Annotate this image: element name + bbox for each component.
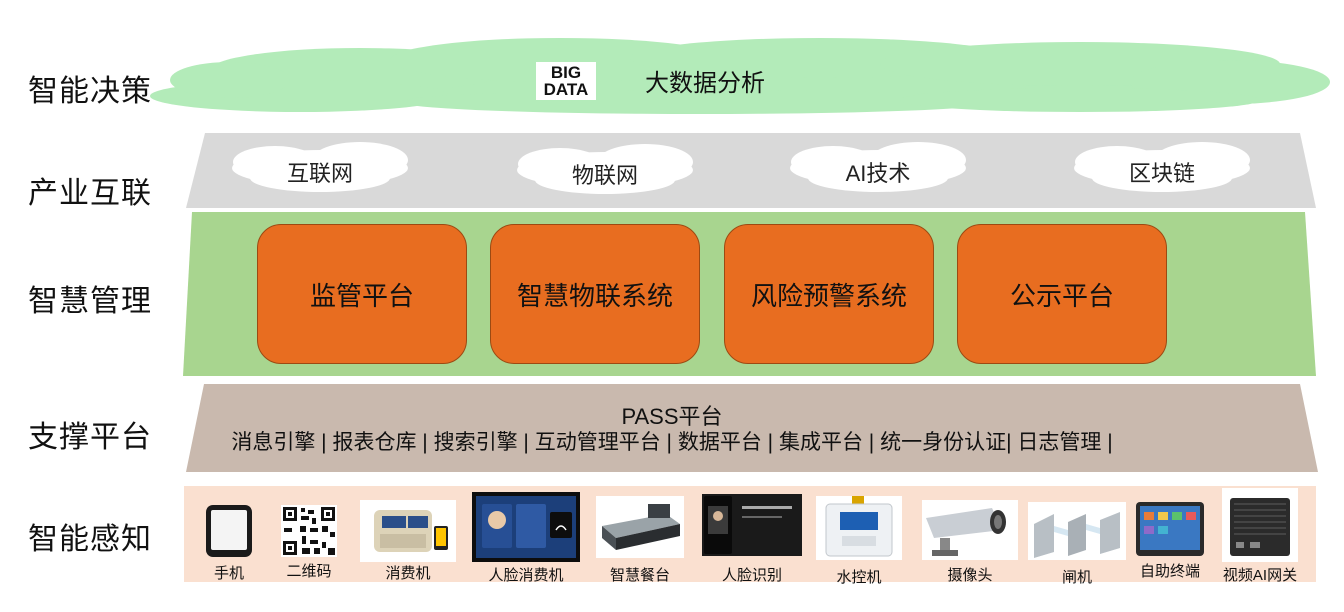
row-label-decision: 智能决策 [28, 75, 152, 108]
device-phone: 手机 [198, 502, 260, 582]
device-label: 视频AI网关 [1222, 567, 1298, 584]
device-ai-gateway: 视频AI网关 [1214, 488, 1306, 584]
turnstile-icon [1028, 502, 1126, 560]
camera-icon [922, 500, 1018, 560]
mgmt-box-supervision: 监管平台 [257, 224, 467, 364]
face-pay-terminal-icon [472, 492, 580, 562]
industry-clouds [232, 142, 1250, 194]
tablet-icon [206, 505, 252, 557]
device-label: 智慧餐台 [609, 567, 670, 584]
decision-cloud-band [150, 38, 1330, 114]
industry-item-ai: AI技术 [845, 161, 911, 186]
support-items: 消息引擎 | 报表仓库 | 搜索引擎 | 互动管理平台 | 数据平台 | 集成平… [231, 431, 1113, 454]
device-camera: 摄像头 [922, 500, 1018, 584]
logo-text-line1: BIG [550, 63, 582, 82]
qr-code-icon [281, 505, 337, 557]
support-band [186, 384, 1318, 472]
logo-text-line2: DATA [543, 80, 589, 99]
device-turnstile: 闸机 [1028, 502, 1126, 586]
device-face-recognition: 人脸识别 [702, 494, 802, 584]
device-label: 水控机 [836, 569, 882, 586]
industry-item-internet: 互联网 [286, 161, 353, 186]
smart-dining-counter-icon [596, 496, 684, 558]
device-qr-code: 二维码 [272, 502, 346, 580]
device-water-controller: 水控机 [816, 496, 902, 586]
mgmt-box-risk-warning: 风险预警系统 [724, 224, 934, 364]
device-label: 人脸消费机 [488, 567, 564, 584]
industry-band [186, 133, 1316, 208]
water-controller-icon [816, 496, 902, 560]
mgmt-box-smart-iot: 智慧物联系统 [490, 224, 700, 364]
decision-title: 大数据分析 [645, 70, 765, 97]
device-label: 自助终端 [1139, 563, 1200, 580]
device-label: 摄像头 [947, 567, 993, 584]
device-self-service: 自助终端 [1134, 500, 1206, 582]
device-label: 闸机 [1061, 569, 1092, 586]
pos-terminal-icon [360, 500, 456, 562]
row-label-industry: 产业互联 [28, 177, 152, 210]
ai-gateway-icon [1222, 488, 1298, 562]
device-face-pay: 人脸消费机 [472, 492, 580, 584]
device-label: 消费机 [385, 565, 431, 582]
big-data-logo: BIG DATA [536, 62, 596, 100]
row-label-management: 智慧管理 [28, 285, 152, 318]
self-service-terminal-icon [1136, 502, 1204, 556]
face-recognition-device-icon [702, 494, 802, 556]
device-label: 手机 [213, 565, 244, 582]
support-title: PASS平台 [621, 404, 723, 429]
mgmt-box-disclosure: 公示平台 [957, 224, 1167, 364]
device-label: 二维码 [286, 563, 332, 580]
device-smart-dining: 智慧餐台 [596, 496, 684, 584]
industry-item-blockchain: 区块链 [1128, 161, 1195, 186]
row-label-support: 支撑平台 [28, 421, 152, 454]
row-label-perception: 智能感知 [28, 523, 152, 556]
device-pos: 消费机 [360, 500, 456, 582]
device-label: 人脸识别 [721, 567, 782, 584]
industry-item-iot: 物联网 [571, 163, 638, 188]
